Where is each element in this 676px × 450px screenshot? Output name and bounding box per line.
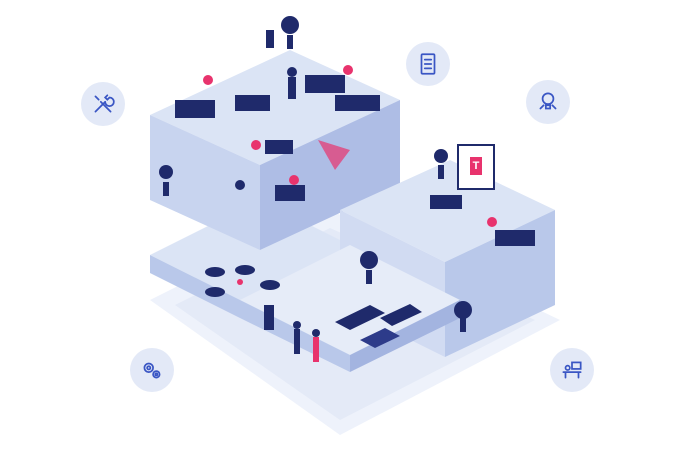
plant-center: [360, 251, 378, 284]
lower-left-wall-front: [150, 255, 240, 318]
poster-board: [457, 144, 495, 190]
water-cooler: [264, 30, 274, 330]
gears-icon: [130, 348, 174, 392]
lower-right-wall-front: [445, 210, 555, 357]
lounge-right-wall: [350, 300, 460, 372]
projector-rays: [318, 140, 350, 170]
plant-upper-right: [434, 149, 448, 179]
lower-right-floor: [340, 160, 555, 262]
middle-desks: [235, 140, 305, 201]
people-lounge: [293, 321, 320, 362]
lounge-furniture: [335, 304, 422, 348]
plant-top: [281, 16, 299, 49]
tools-icon: [81, 82, 125, 126]
poster-glyph: T: [472, 160, 480, 172]
ideas-icon: [526, 80, 570, 124]
document-list-icon: [406, 42, 450, 86]
plant-right: [454, 301, 472, 332]
lower-right-desks: [430, 195, 535, 246]
top-floor-workstations: [175, 65, 380, 118]
middle-block-left: [150, 115, 260, 250]
lower-left-chairs: [205, 265, 280, 297]
middle-block-right: [260, 100, 400, 250]
workplace-icon: [550, 348, 594, 392]
plant-left: [159, 165, 173, 196]
